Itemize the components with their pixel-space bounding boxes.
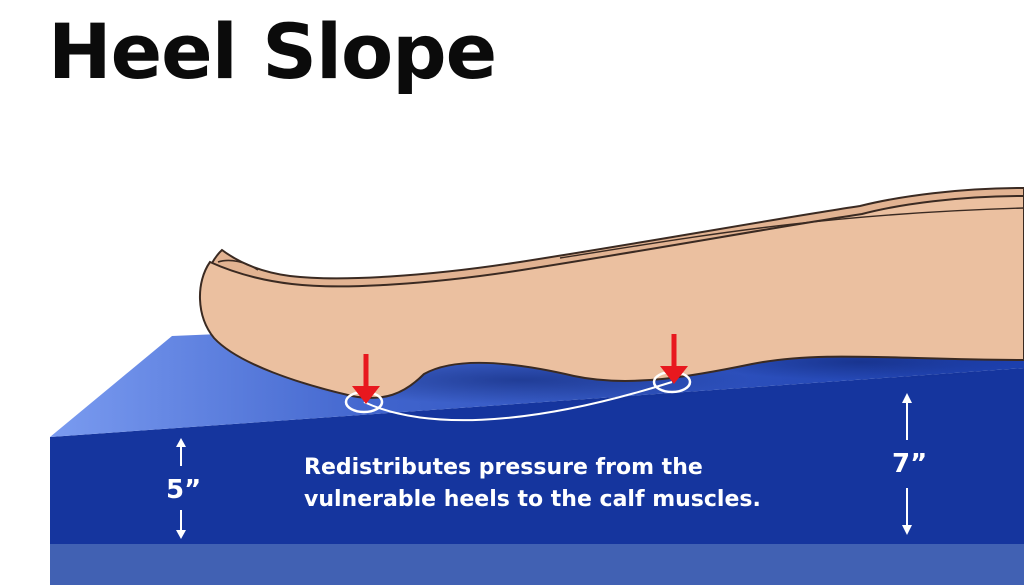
- page-title: Heel Slope: [48, 7, 497, 96]
- pressure-connector: [363, 381, 673, 422]
- caption-line-2: vulnerable heels to the calf muscles.: [304, 487, 761, 512]
- toe-line: [217, 259, 259, 271]
- pressure-arrow-icon: [660, 334, 688, 384]
- base-layer: [50, 543, 1024, 585]
- thigh-line: [559, 207, 1024, 259]
- double-arrow-icon: [176, 438, 186, 539]
- double-arrow-icon: [902, 393, 912, 535]
- low-end-height-label: 5”: [166, 475, 202, 505]
- wedge-front-face: [50, 368, 1024, 544]
- caption-line-1: Redistributes pressure from the: [304, 455, 703, 480]
- pressure-caption: Redistributes pressure from the vulnerab…: [304, 452, 824, 516]
- high-end-height-label: 7”: [892, 449, 928, 479]
- pressure-arrow-icon: [352, 354, 380, 404]
